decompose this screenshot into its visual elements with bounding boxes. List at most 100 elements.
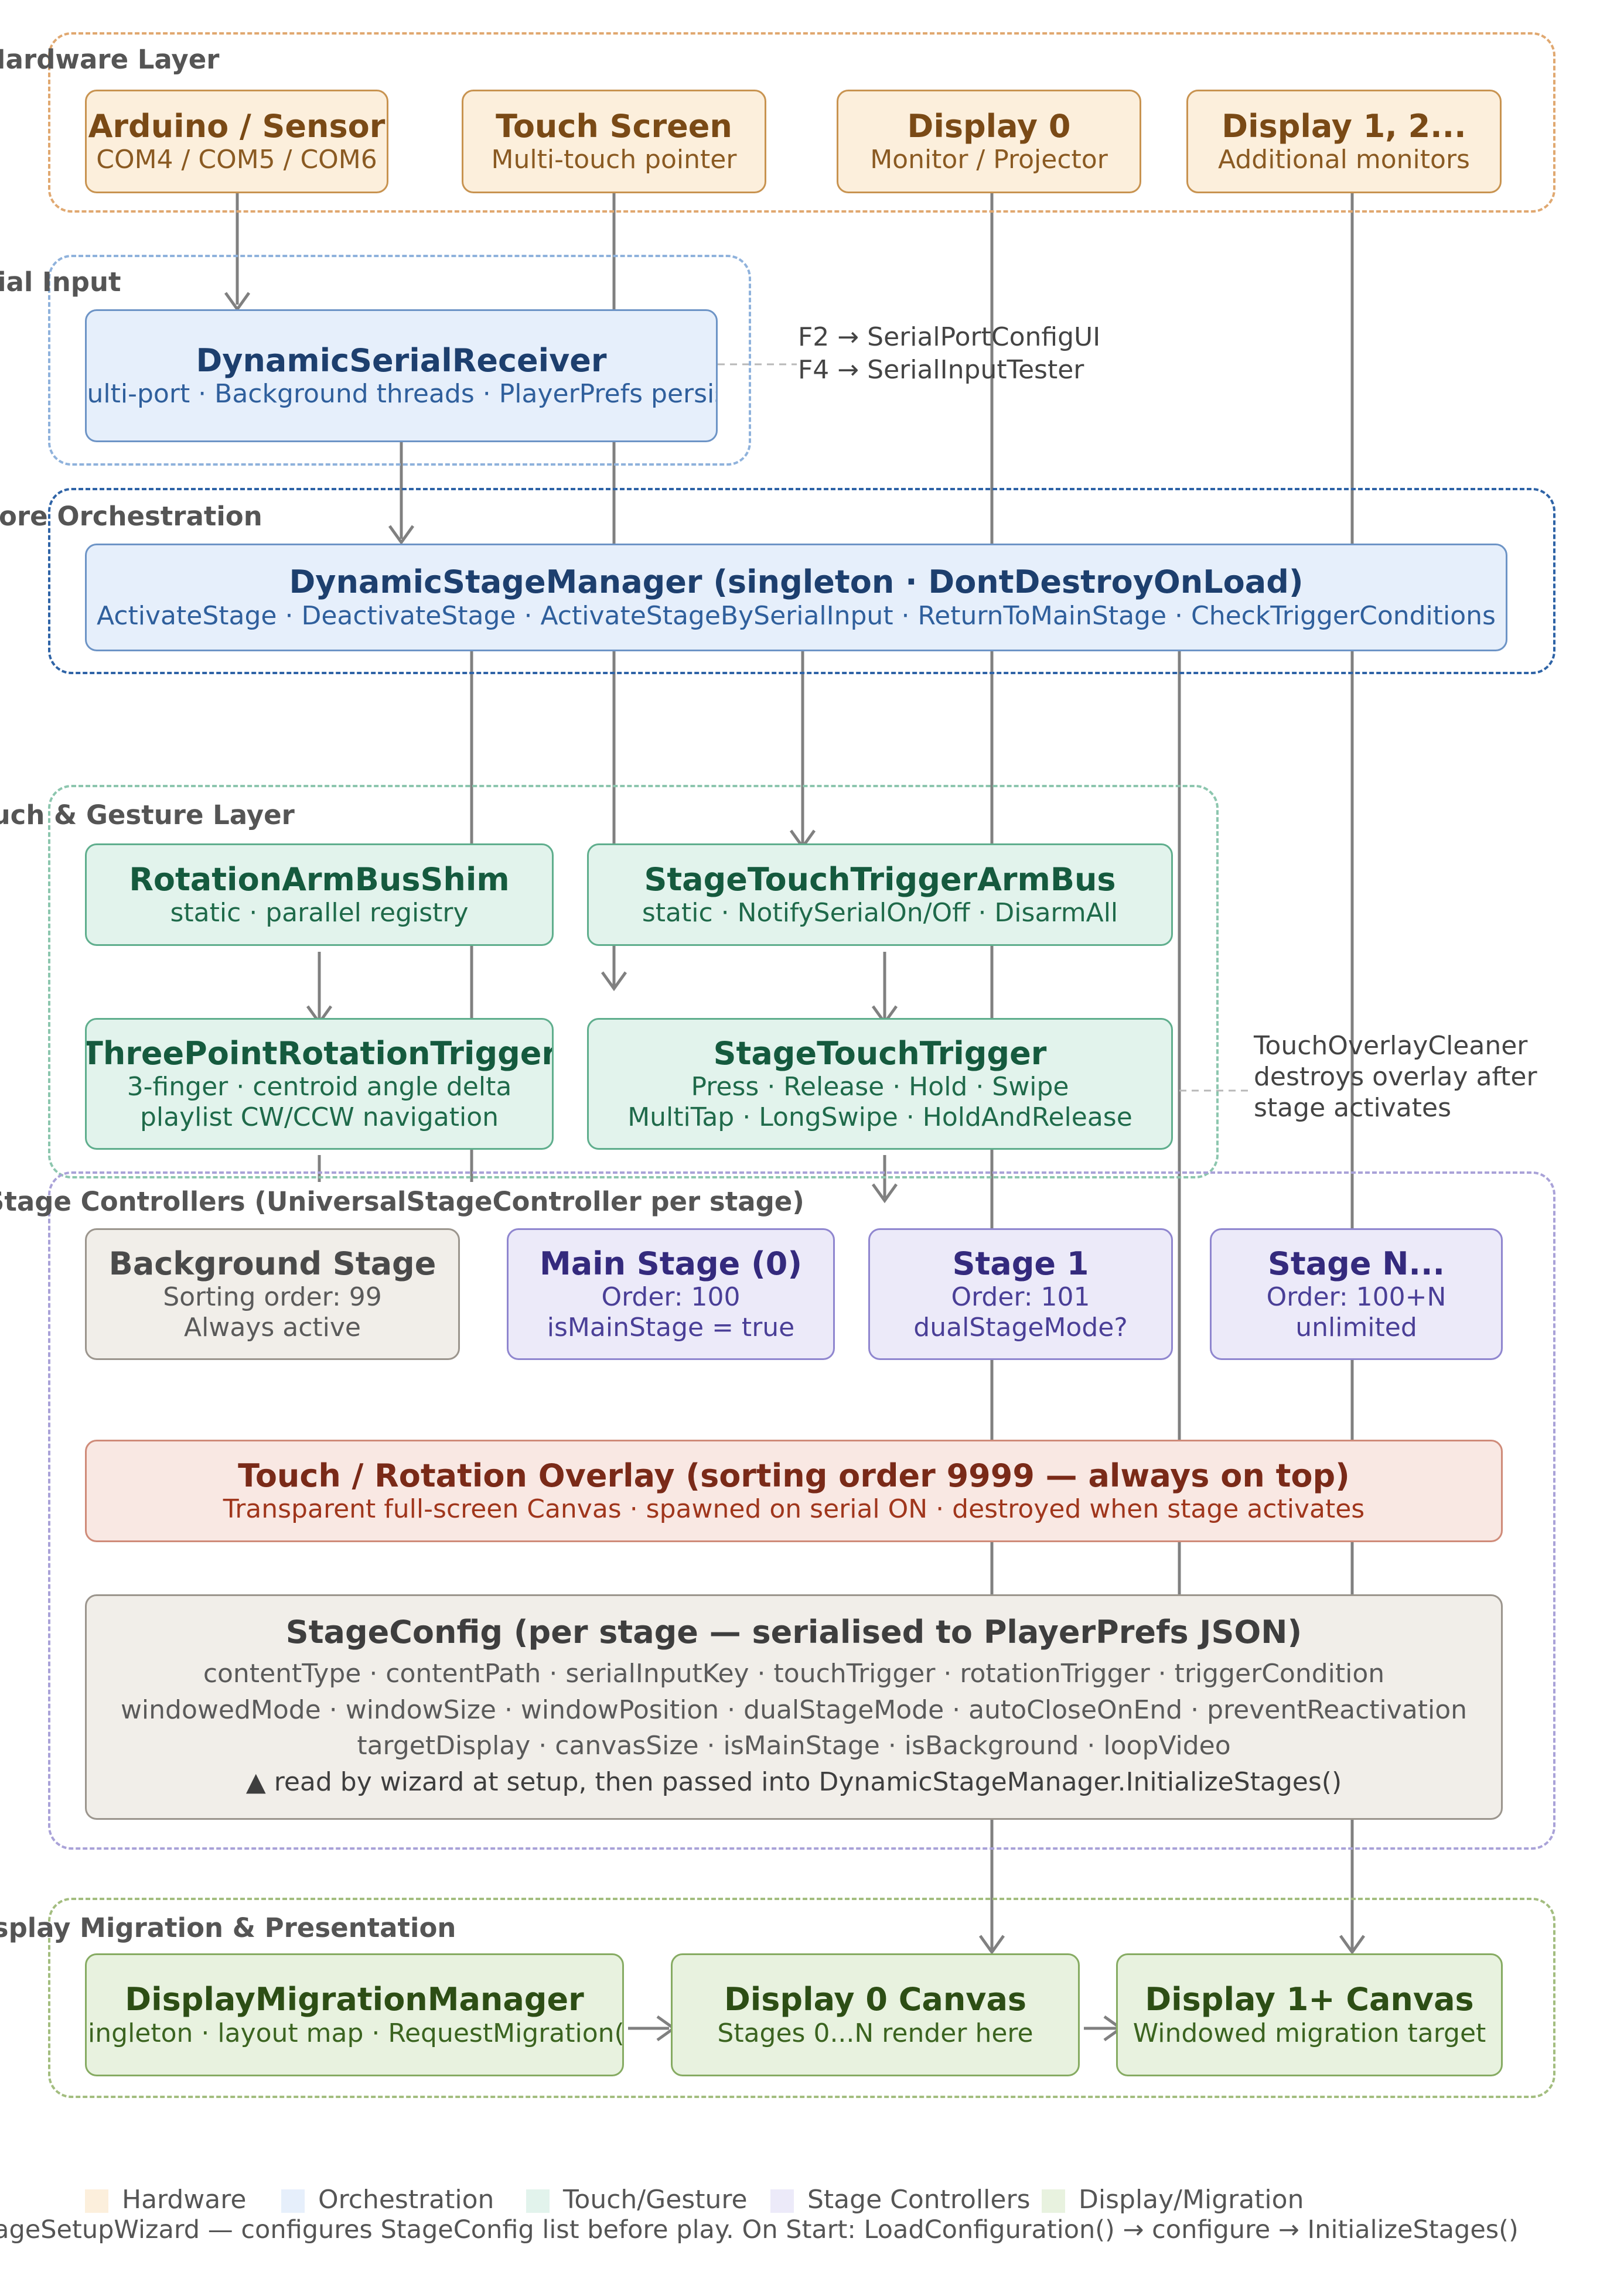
receiver-title: DynamicSerialReceiver — [196, 341, 607, 379]
background-title: Background Stage — [108, 1245, 436, 1282]
three-point-rotation-node[interactable]: ThreePointRotationTrigger 3-finger · cen… — [85, 1018, 554, 1150]
manager-title: DynamicStageManager (singleton · DontDes… — [289, 563, 1304, 601]
threepoint-sub1: 3-finger · centroid angle delta — [127, 1072, 512, 1102]
touch-overlay-node[interactable]: Touch / Rotation Overlay (sorting order … — [85, 1440, 1503, 1542]
manager-sub: ActivateStage · DeactivateStage · Activa… — [97, 600, 1496, 631]
stageN-title: Stage N... — [1268, 1245, 1445, 1282]
legend-swatch-orchestration — [281, 2189, 305, 2213]
stagetouch-sub1: Press · Release · Hold · Swipe — [691, 1072, 1069, 1102]
stageN-sub1: Order: 100+N — [1266, 1282, 1447, 1313]
legend-swatch-touch — [526, 2189, 550, 2213]
config-line-4: ▲ read by wizard at setup, then passed i… — [245, 1767, 1342, 1797]
stagetouch-title: StageTouchTrigger — [713, 1034, 1047, 1072]
arduino-title: Arduino / Sensor — [88, 107, 386, 145]
migration-title: DisplayMigrationManager — [125, 1981, 584, 2018]
migration-sub: singleton · layout map · RequestMigratio… — [85, 2018, 624, 2048]
stage-touch-trigger-node[interactable]: StageTouchTrigger Press · Release · Hold… — [587, 1018, 1173, 1150]
stage1-title: Stage 1 — [952, 1245, 1089, 1282]
canvas0-sub: Stages 0...N render here — [717, 2018, 1033, 2048]
serial-layer-label: Serial Input — [0, 266, 121, 298]
touch-screen-title: Touch Screen — [496, 107, 732, 145]
stages-layer-label: Stage Controllers (UniversalStageControl… — [0, 1186, 804, 1217]
legend-swatch-hardware — [85, 2189, 108, 2213]
main-stage-node[interactable]: Main Stage (0) Order: 100 isMainStage = … — [507, 1228, 835, 1360]
display-migration-layer — [48, 1898, 1555, 2098]
display12-sub: Additional monitors — [1218, 145, 1470, 175]
wire-display0-head — [978, 1935, 1005, 1955]
background-sub1: Sorting order: 99 — [163, 1282, 382, 1313]
hotkey-f4-note: F4 → SerialInputTester — [798, 355, 1084, 385]
overlay-cleaner-note: TouchOverlayCleaner destroys overlay aft… — [1254, 1031, 1537, 1123]
cleaner-line-3: stage activates — [1254, 1092, 1452, 1123]
canvas0-title: Display 0 Canvas — [724, 1981, 1027, 2018]
stageN-node[interactable]: Stage N... Order: 100+N unlimited — [1210, 1228, 1503, 1360]
canvas1-sub: Windowed migration target — [1132, 2018, 1486, 2048]
stageN-sub2: unlimited — [1295, 1313, 1417, 1343]
background-sub2: Always active — [184, 1313, 361, 1343]
touch-layer-label: Touch & Gesture Layer — [0, 800, 295, 831]
rotation-armbus-shim-node[interactable]: RotationArmBusShim static · parallel reg… — [85, 843, 554, 946]
cleaner-line-1: TouchOverlayCleaner — [1254, 1031, 1528, 1061]
config-line-2: windowedMode · windowSize · windowPositi… — [120, 1694, 1468, 1725]
legend-footer: StageSetupWizard — configures StageConfi… — [0, 2215, 1519, 2244]
main-stage-sub2: isMainStage = true — [547, 1313, 795, 1343]
overlay-sub: Transparent full-screen Canvas · spawned… — [223, 1494, 1365, 1525]
threepoint-sub2: playlist CW/CCW navigation — [139, 1102, 499, 1133]
touch-gesture-layer — [48, 785, 1219, 1178]
legend-label-orchestration: Orchestration — [318, 2185, 494, 2215]
arduino-sub: COM4 / COM5 / COM6 — [96, 145, 377, 175]
display0-node[interactable]: Display 0 Monitor / Projector — [837, 90, 1141, 193]
main-stage-title: Main Stage (0) — [539, 1245, 803, 1282]
stage-touch-armbus-node[interactable]: StageTouchTriggerArmBus static · NotifyS… — [587, 843, 1173, 946]
stage-config-node[interactable]: StageConfig (per stage — serialised to P… — [85, 1594, 1503, 1820]
core-orchestration-layer — [48, 488, 1555, 674]
touch-screen-sub: Multi-touch pointer — [491, 145, 737, 175]
display12-node[interactable]: Display 1, 2... Additional monitors — [1186, 90, 1502, 193]
wire-stagetouch-stages-head — [871, 1183, 898, 1204]
display-layer-label: Display Migration & Presentation — [0, 1912, 456, 1943]
legend-label-touch: Touch/Gesture — [563, 2185, 748, 2215]
overlay-title: Touch / Rotation Overlay (sorting order … — [238, 1457, 1350, 1494]
shim-sub: static · parallel registry — [170, 898, 469, 928]
touch-screen-node[interactable]: Touch Screen Multi-touch pointer — [462, 90, 766, 193]
background-stage-node[interactable]: Background Stage Sorting order: 99 Alway… — [85, 1228, 460, 1360]
display0-canvas-node[interactable]: Display 0 Canvas Stages 0...N render her… — [671, 1953, 1080, 2076]
receiver-sub: Multi-port · Background threads · Player… — [85, 379, 718, 409]
display1-canvas-node[interactable]: Display 1+ Canvas Windowed migration tar… — [1116, 1953, 1503, 2076]
hardware-layer-label: Hardware Layer — [0, 44, 220, 75]
display12-title: Display 1, 2... — [1222, 107, 1466, 145]
main-stage-sub1: Order: 100 — [601, 1282, 741, 1313]
display0-title: Display 0 — [907, 107, 1071, 145]
legend-swatch-display — [1042, 2189, 1065, 2213]
armbus-sub: static · NotifySerialOn/Off · DisarmAll — [642, 898, 1118, 928]
cleaner-line-2: destroys overlay after — [1254, 1061, 1537, 1092]
config-title: StageConfig (per stage — serialised to P… — [285, 1614, 1302, 1651]
wire-receiver-manager-head — [388, 525, 415, 545]
hotkey-f2-note: F2 → SerialPortConfigUI — [798, 322, 1101, 352]
stage1-node[interactable]: Stage 1 Order: 101 dualStageMode? — [868, 1228, 1173, 1360]
wire-touchscreen-head — [601, 971, 627, 992]
display-migration-manager-node[interactable]: DisplayMigrationManager singleton · layo… — [85, 1953, 624, 2076]
core-layer-label: Core Orchestration — [0, 501, 262, 532]
stage-controllers-layer — [48, 1171, 1555, 1850]
stagetouch-sub2: MultiTap · LongSwipe · HoldAndRelease — [627, 1102, 1132, 1133]
legend-label-stages: Stage Controllers — [807, 2185, 1031, 2215]
stage-manager-node[interactable]: DynamicStageManager (singleton · DontDes… — [85, 544, 1507, 651]
hardware-layer — [48, 32, 1555, 213]
stage1-sub2: dualStageMode? — [913, 1313, 1128, 1343]
serial-receiver-node[interactable]: DynamicSerialReceiver Multi-port · Backg… — [85, 309, 718, 442]
legend-swatch-stages — [770, 2189, 794, 2213]
canvas1-title: Display 1+ Canvas — [1145, 1981, 1474, 2018]
shim-title: RotationArmBusShim — [129, 860, 510, 898]
arduino-sensor-node[interactable]: Arduino / Sensor COM4 / COM5 / COM6 — [85, 90, 388, 193]
config-line-3: targetDisplay · canvasSize · isMainStage… — [357, 1731, 1231, 1761]
display0-sub: Monitor / Projector — [870, 145, 1108, 175]
armbus-title: StageTouchTriggerArmBus — [644, 860, 1116, 898]
serial-input-layer — [48, 255, 751, 466]
wire-display12-head — [1339, 1935, 1366, 1955]
threepoint-title: ThreePointRotationTrigger — [85, 1034, 554, 1072]
legend-label-hardware: Hardware — [122, 2185, 247, 2215]
stage1-sub1: Order: 101 — [951, 1282, 1090, 1313]
legend-label-display: Display/Migration — [1079, 2185, 1304, 2215]
